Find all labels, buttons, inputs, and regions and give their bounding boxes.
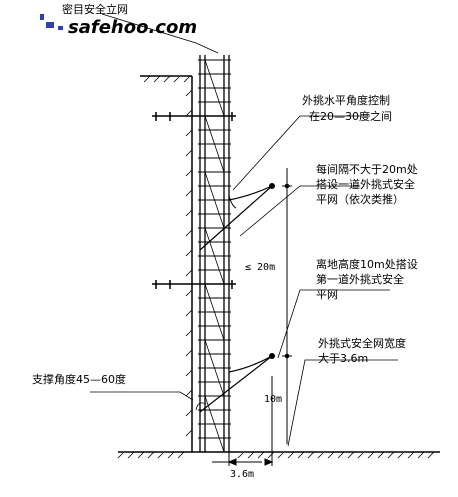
scaffold-brace (204, 227, 225, 285)
scaffold-brace (204, 59, 225, 117)
label-first-net-2: 第一道外挑式安全 (316, 272, 404, 286)
label-interval-1: 每间隔不大于20m处 (316, 162, 418, 176)
scaffold-brace (204, 283, 225, 341)
ground (117, 451, 440, 459)
upper-cantilever-net (199, 183, 275, 251)
dimension-lower-height: 10m (264, 394, 282, 405)
lower-cantilever-net (195, 353, 275, 413)
height-dimension (282, 168, 292, 444)
scaffold-brace (204, 339, 225, 397)
label-horizontal-angle-2: 在20—30度之间 (309, 109, 392, 123)
label-top-net: 密目安全立网 (62, 2, 128, 16)
building-wall (140, 75, 193, 452)
watermark-brand: safehoo.com (68, 17, 197, 38)
scaffold-brace (204, 115, 225, 173)
label-horizontal-angle-1: 外挑水平角度控制 (302, 93, 390, 107)
label-interval-3: 平网（依次类推） (316, 192, 404, 206)
dimension-upper-height: ≤ 20m (245, 262, 275, 273)
label-support-angle: 支撑角度45—60度 (32, 372, 126, 386)
label-net-width-1: 外挑式安全网宽度 (318, 336, 406, 350)
watermark: safehoo.com (40, 14, 197, 38)
label-first-net-1: 离地高度10m处搭设 (316, 257, 418, 271)
scaffold-brace (204, 171, 225, 229)
width-dimension (212, 376, 274, 466)
label-first-net-3: 平网 (316, 288, 338, 301)
dimension-net-width: 3.6m (230, 469, 254, 480)
leader-lines (90, 13, 398, 447)
wall-ties (152, 112, 236, 289)
label-net-width-2: 大于3.6m (318, 351, 368, 365)
label-interval-2: 搭设一道外挑式安全 (316, 177, 415, 191)
